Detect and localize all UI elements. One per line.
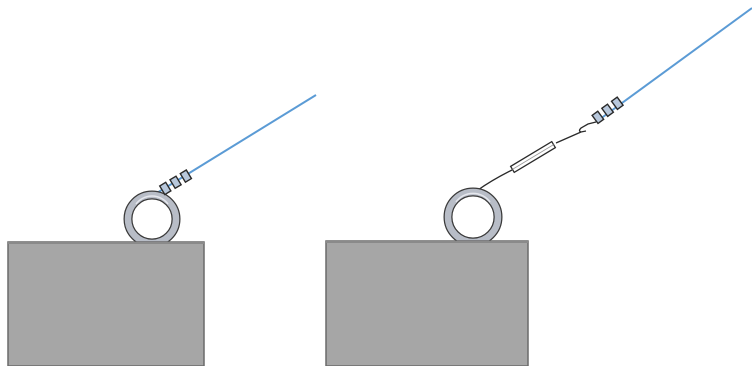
weight-block-icon (7, 241, 205, 366)
tube-connector-icon (509, 140, 557, 174)
hook-icon (555, 121, 597, 144)
blue-line-icon (151, 94, 317, 197)
lifting-ring-icon (443, 187, 503, 247)
crimp-sleeves-icon (591, 96, 625, 125)
crimp-sleeves-icon (158, 169, 193, 196)
lifting-ring-icon (123, 190, 181, 248)
weight-block-icon (325, 240, 529, 366)
panel-left (7, 94, 317, 366)
wire-icon (477, 169, 513, 191)
panel-right (325, 7, 752, 366)
